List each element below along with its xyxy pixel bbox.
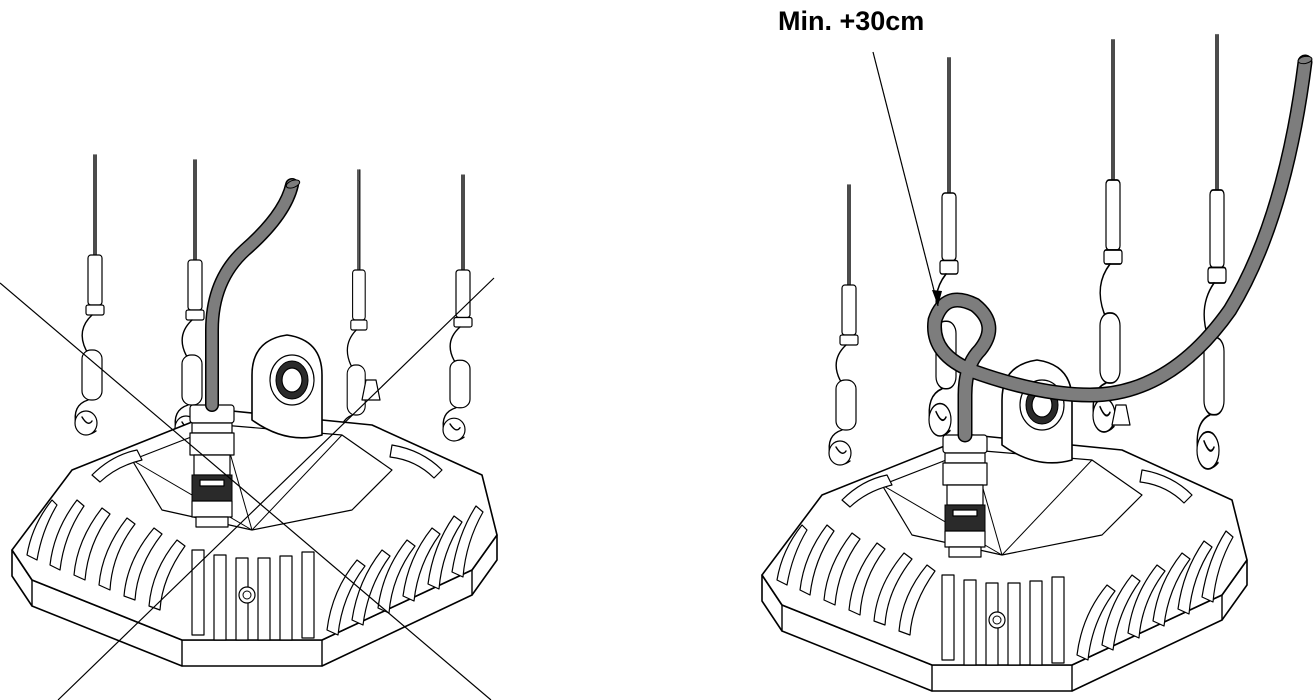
cable-slack-callout: Min. +30cm bbox=[778, 6, 925, 36]
right-rear-wire-2 bbox=[1092, 39, 1123, 433]
right-front-wire-1 bbox=[828, 184, 859, 466]
right-cable-gland bbox=[942, 434, 988, 558]
left-fixture-panel bbox=[0, 154, 498, 700]
right-rear-wire-1 bbox=[928, 57, 959, 437]
left-rear-wire-1 bbox=[174, 159, 205, 441]
callout-arrow-icon bbox=[932, 290, 942, 306]
callout-leader-line bbox=[872, 51, 939, 307]
right-fixture-panel bbox=[761, 33, 1313, 692]
cable-loop-icon bbox=[927, 54, 1313, 443]
left-cable-gland bbox=[189, 404, 235, 528]
right-front-wire-2 bbox=[1195, 33, 1228, 471]
left-front-wire-1 bbox=[74, 154, 105, 436]
left-rear-wire-2 bbox=[340, 169, 368, 451]
left-front-wire-2 bbox=[442, 174, 473, 442]
right-fixture-body bbox=[761, 359, 1248, 692]
cross-mark-icon bbox=[0, 277, 495, 700]
